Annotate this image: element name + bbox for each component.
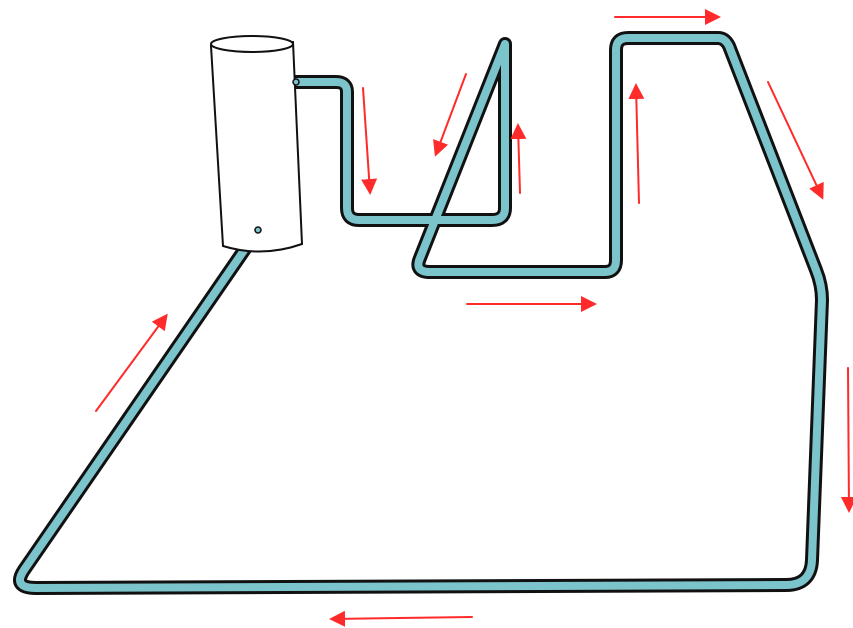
arrow-down-right-slope: [767, 81, 824, 200]
arrow-up-riser: [628, 83, 645, 204]
water-tank: [209, 35, 304, 253]
tank-top: [210, 35, 294, 53]
arrow-down-siphon-left: [433, 73, 467, 157]
pipe-outline: [13, 31, 829, 595]
arrow-left-bottom-return: [329, 610, 473, 627]
tank-outlet: [292, 78, 300, 86]
flow-arrows: [95, 9, 853, 627]
arrow-down-right-vertical: [840, 367, 853, 513]
pipe-fill: [16, 34, 826, 592]
tank-body: [209, 40, 304, 253]
tank-inlet: [254, 226, 262, 234]
siphon-pipe-loop: [13, 31, 829, 595]
arrow-down-tank-outlet: [361, 87, 378, 195]
arrow-up-siphon-right: [510, 123, 527, 194]
arrow-up-left-return: [95, 313, 168, 412]
